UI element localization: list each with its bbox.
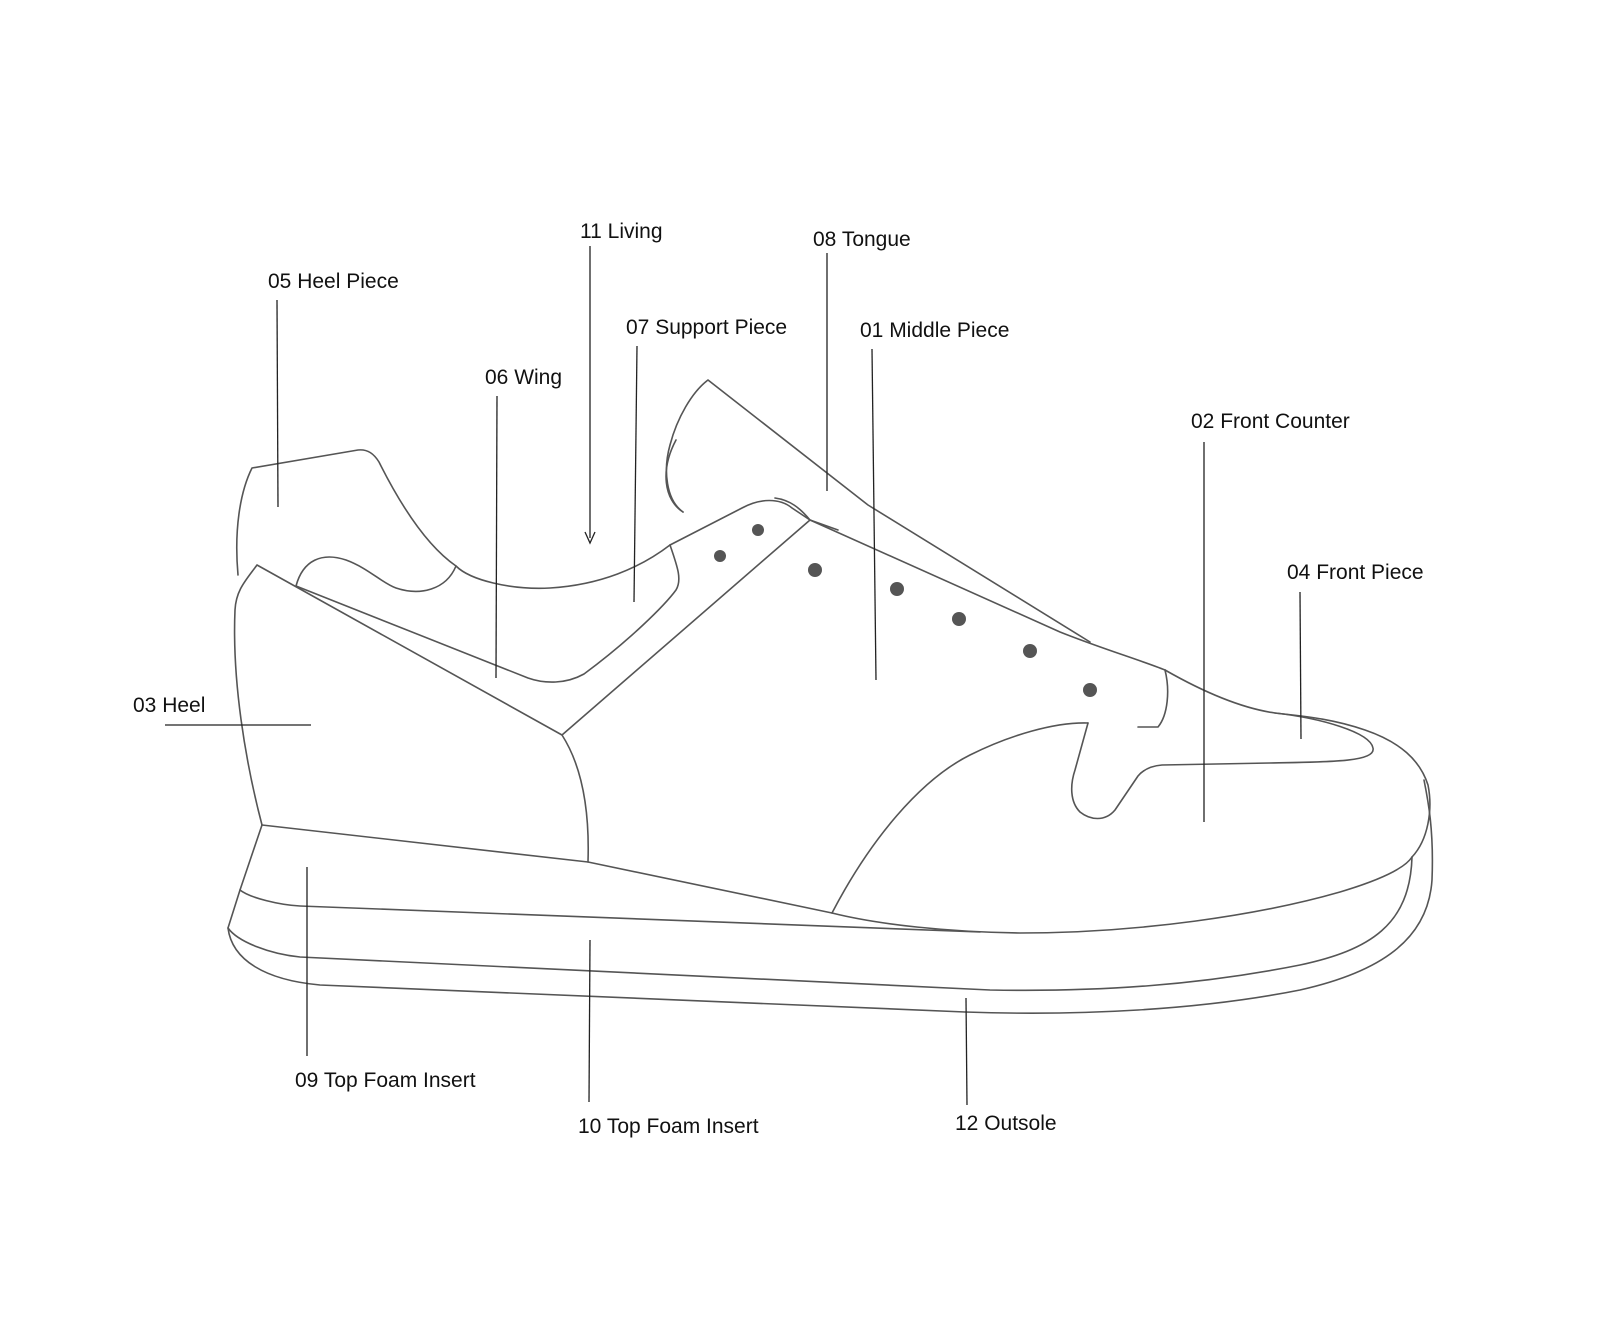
label-outsole: 12 Outsole: [955, 1112, 1057, 1135]
leader-outsole: [965, 997, 968, 1106]
support-piece-diagonal: [561, 497, 811, 736]
heel-counter-shape: [233, 564, 590, 863]
eyelet-3: [808, 563, 822, 577]
leader-heel-piece: [276, 299, 279, 508]
label-support-piece: 07 Support Piece: [626, 316, 787, 339]
middle-piece-curve: [831, 722, 1089, 914]
label-front-piece: 04 Front Piece: [1287, 561, 1424, 584]
midsole-top-line: [239, 824, 981, 933]
eyelet-2: [752, 524, 764, 536]
leader-top-foam-insert-10: [588, 939, 591, 1103]
label-top-foam-insert-09: 09 Top Foam Insert: [295, 1069, 476, 1092]
eyelet-1: [714, 550, 726, 562]
label-heel-piece: 05 Heel Piece: [268, 270, 399, 293]
upper-bottom-edge: [261, 824, 1413, 934]
leader-support-piece: [633, 345, 638, 603]
leader-middle-piece: [871, 348, 877, 681]
eyelet-6: [1023, 644, 1037, 658]
wing-shape: [295, 544, 680, 683]
leader-living-arrow: [584, 531, 596, 545]
shoe-outline: [227, 379, 1434, 1014]
eyestay-end-tab: [1137, 669, 1169, 728]
front-piece-shape: [1070, 712, 1374, 820]
label-tongue: 08 Tongue: [813, 228, 911, 251]
label-heel: 03 Heel: [133, 694, 205, 717]
label-living: 11 Living: [580, 220, 663, 243]
heel-piece-shape: [235, 449, 457, 576]
outsole-shape: [227, 779, 1434, 1014]
eyelet-7: [1083, 683, 1097, 697]
tongue-shape: [665, 379, 1091, 643]
label-middle-piece: 01 Middle Piece: [860, 319, 1009, 342]
collar-opening: [295, 544, 671, 593]
eyestay-loop: [669, 499, 839, 546]
label-front-counter: 02 Front Counter: [1191, 410, 1350, 433]
part-labels: 11 Living 08 Tongue 05 Heel Piece 07 Sup…: [133, 220, 1424, 1138]
label-wing: 06 Wing: [485, 366, 562, 389]
leader-front-piece: [1299, 591, 1302, 740]
vamp-top-line: [1164, 669, 1431, 858]
eyelet-4: [890, 582, 904, 596]
leader-lines: [165, 246, 1302, 1106]
eyelet-5: [952, 612, 966, 626]
leader-wing: [495, 395, 498, 679]
midsole-bottom-line: [227, 856, 1413, 992]
eyestay-edge: [809, 519, 1166, 671]
tongue-inner-curve: [665, 439, 684, 513]
label-top-foam-insert-10: 10 Top Foam Insert: [578, 1115, 759, 1138]
